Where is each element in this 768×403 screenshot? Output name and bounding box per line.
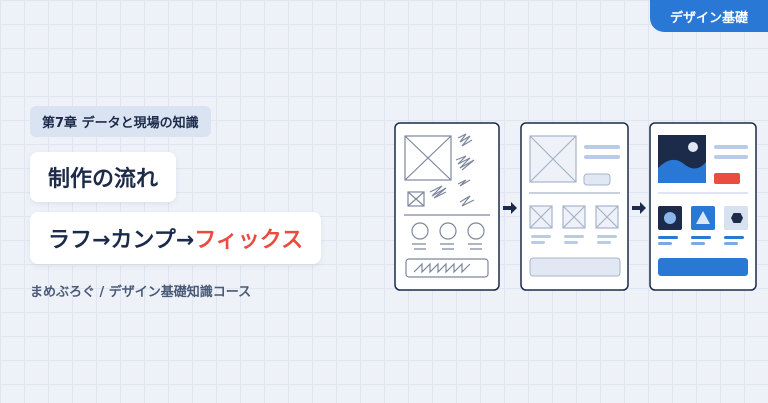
scribble-text-icon [429,133,475,207]
wireframe-thumbnails-icon [529,205,619,229]
footer-text: まめぶろぐ / デザイン基礎知識コース [30,285,252,300]
category-badge: デザイン基礎 [650,0,768,32]
title-card: 制作の流れ [30,152,177,202]
page-title: 制作の流れ [48,167,159,192]
subtitle-flow: ラフ→カンプ→ [48,228,195,253]
chapter-label: 第7章 データと現場の知識 [30,106,211,137]
wireframe-image-placeholder-icon [529,135,577,183]
arrow-right-icon [632,202,646,214]
arrow-right-icon [503,202,517,214]
rough-sketch-panel [394,122,500,291]
sketch-circles-icon [411,222,485,250]
hero-image-icon [658,135,706,183]
sketch-button-icon [405,258,489,278]
wireframe-button-icon [529,257,621,277]
sketch-image-placeholder-icon [404,135,452,181]
accent-tag-icon [714,173,740,184]
fixed-design-panel [649,122,757,291]
subtitle-fix: フィックス [194,228,304,253]
primary-button-icon [658,258,748,276]
sketch-small-image-icon [407,191,425,207]
subtitle-card: ラフ→カンプ→フィックス [30,212,322,264]
wireframe-illustration [394,122,757,291]
shape-thumbnails-icon [658,206,748,230]
comp-wireframe-panel [520,122,629,291]
